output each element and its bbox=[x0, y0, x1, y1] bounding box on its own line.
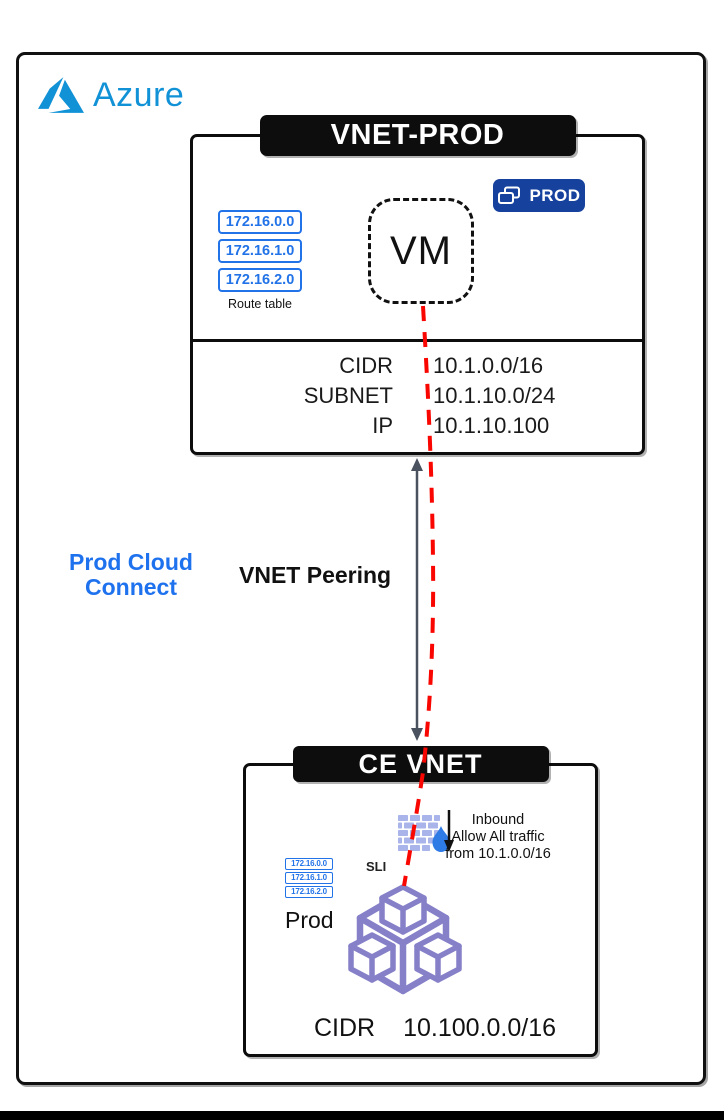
route-entry: 172.16.0.0 bbox=[285, 858, 333, 870]
azure-logo-text: Azure bbox=[93, 75, 185, 114]
vm-node: VM bbox=[368, 198, 474, 304]
route-table-caption: Route table bbox=[228, 297, 292, 311]
detail-row-subnet: SUBNET 10.1.10.0/24 bbox=[193, 381, 642, 411]
route-entry: 172.16.1.0 bbox=[285, 872, 333, 884]
ce-vnet-title: CE VNET bbox=[292, 746, 549, 782]
route-entry: 172.16.2.0 bbox=[285, 886, 333, 898]
detail-label: CIDR bbox=[339, 353, 393, 378]
prod-badge-label: PROD bbox=[529, 185, 581, 205]
detail-value: 10.1.10.0/24 bbox=[433, 383, 556, 408]
ce-cidr-row: CIDR 10.100.0.0/16 bbox=[314, 1014, 556, 1043]
prod-route-table: 172.16.0.0 172.16.1.0 172.16.2.0 Route t… bbox=[218, 210, 302, 311]
detail-value: 10.1.10.100 bbox=[433, 413, 550, 438]
detail-label: SUBNET bbox=[303, 383, 393, 408]
vnet-peering-label: VNET Peering bbox=[239, 562, 392, 588]
bottom-black-bar bbox=[0, 1111, 724, 1120]
vm-label: VM bbox=[390, 228, 452, 273]
detail-value: 10.1.0.0/16 bbox=[433, 353, 544, 378]
ce-route-table-caption: Prod bbox=[285, 907, 334, 933]
route-entry: 172.16.2.0 bbox=[218, 268, 302, 292]
overlapping-windows-icon bbox=[498, 186, 521, 204]
detail-row-ip: IP 10.1.10.100 bbox=[193, 411, 642, 441]
azure-logo: Azure bbox=[36, 72, 184, 118]
vnet-prod-title: VNET-PROD bbox=[259, 115, 576, 156]
prod-badge: PROD bbox=[493, 179, 585, 212]
prod-cloud-connect-label: Prod Cloud Connect bbox=[69, 549, 193, 600]
ce-vnet-box: CE VNET Inbound Allow All traffic from 1… bbox=[243, 746, 598, 1057]
vnet-prod-box: VNET-PROD PROD 172.16.0.0 172.16.1.0 172… bbox=[190, 115, 645, 455]
route-entry: 172.16.0.0 bbox=[218, 210, 302, 234]
ce-route-table: 172.16.0.0 172.16.1.0 172.16.2.0 Prod bbox=[285, 858, 334, 934]
azure-triangle-icon bbox=[38, 77, 84, 113]
inbound-rule-note: Inbound Allow All traffic from 10.1.0.0/… bbox=[445, 812, 551, 862]
detail-row-cidr: CIDR 10.1.0.0/16 bbox=[193, 351, 642, 381]
vnet-prod-divider bbox=[190, 339, 645, 342]
detail-label: IP bbox=[372, 413, 393, 438]
cubes-3d-icon bbox=[348, 884, 462, 995]
detail-label: CIDR bbox=[314, 1014, 376, 1042]
sli-label: SLI bbox=[366, 859, 387, 874]
diagram-outer-frame bbox=[16, 52, 706, 1085]
detail-value: 10.100.0.0/16 bbox=[403, 1014, 557, 1042]
route-entry: 172.16.1.0 bbox=[218, 239, 302, 263]
vnet-prod-details: CIDR 10.1.0.0/16 SUBNET 10.1.10.0/24 IP … bbox=[193, 351, 642, 441]
